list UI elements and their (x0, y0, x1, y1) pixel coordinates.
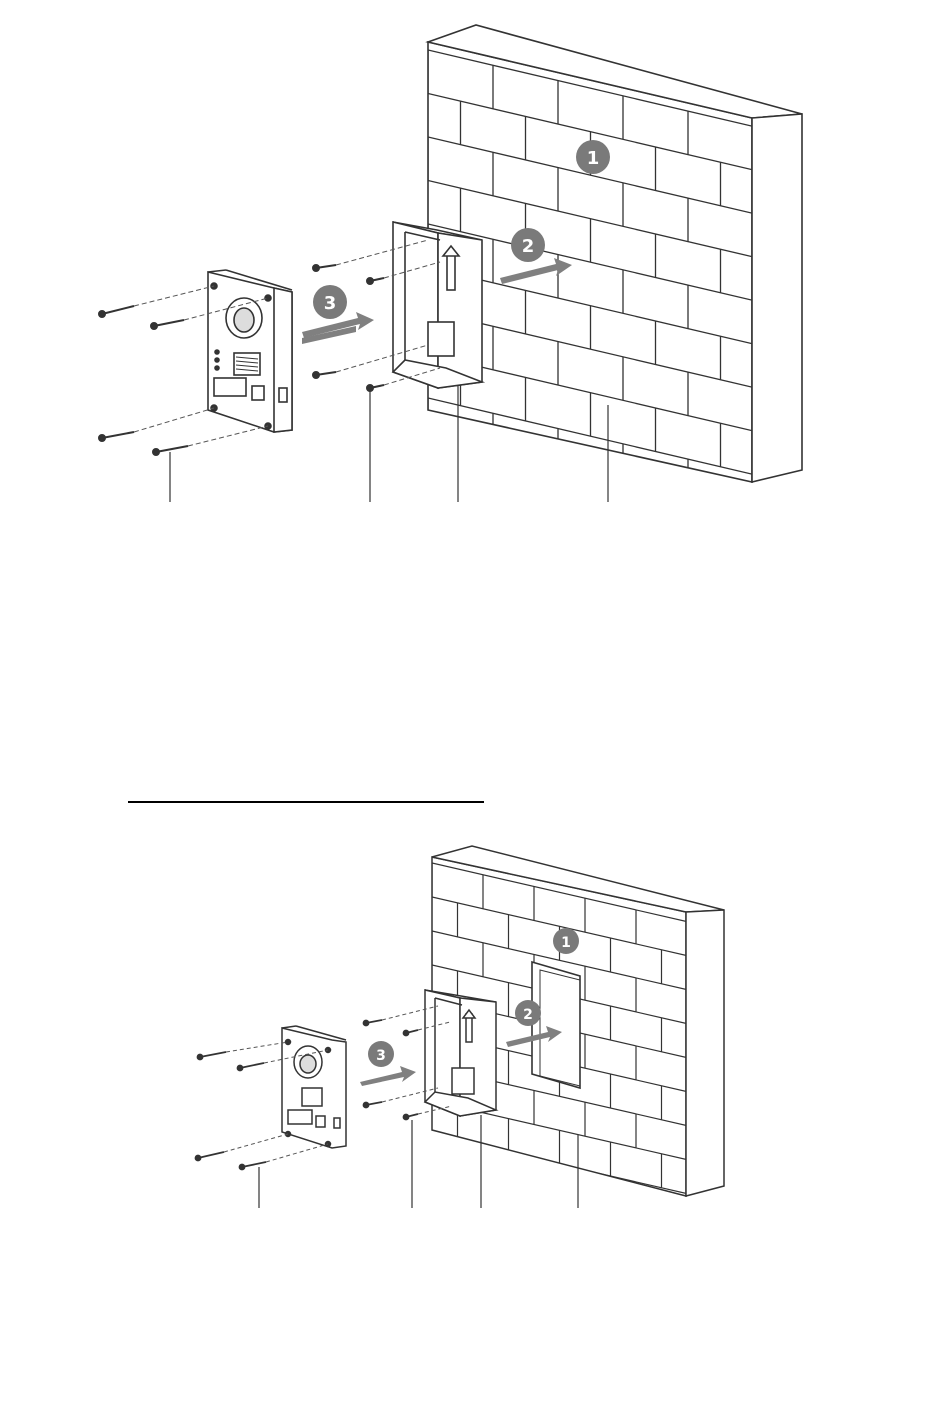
back-box-icon (425, 990, 496, 1116)
brick-wall-icon (428, 25, 802, 520)
door-station-icon (282, 1026, 346, 1148)
svg-text:3: 3 (376, 1048, 386, 1064)
step-badge-3: 3 (368, 1041, 394, 1067)
svg-text:1: 1 (587, 148, 600, 169)
flush-mount-diagram: 1 2 3 (0, 830, 950, 1230)
door-station-icon (208, 270, 292, 432)
svg-text:1: 1 (561, 935, 571, 951)
step-badge-1: 1 (553, 928, 579, 954)
step-badge-3: 3 (313, 285, 347, 319)
svg-text:2: 2 (522, 236, 535, 257)
section-divider-line (128, 801, 484, 803)
step-badge-1: 1 (576, 140, 610, 174)
step-badge-2: 2 (515, 1000, 541, 1026)
step-badge-2: 2 (511, 228, 545, 262)
svg-text:2: 2 (523, 1007, 533, 1023)
flush-mount-svg: 1 2 3 (0, 830, 950, 1230)
surface-mount-diagram: 1 2 3 (0, 0, 950, 520)
back-box-icon (393, 222, 482, 388)
svg-text:3: 3 (324, 293, 337, 314)
surface-mount-svg: 1 2 3 (0, 0, 950, 520)
